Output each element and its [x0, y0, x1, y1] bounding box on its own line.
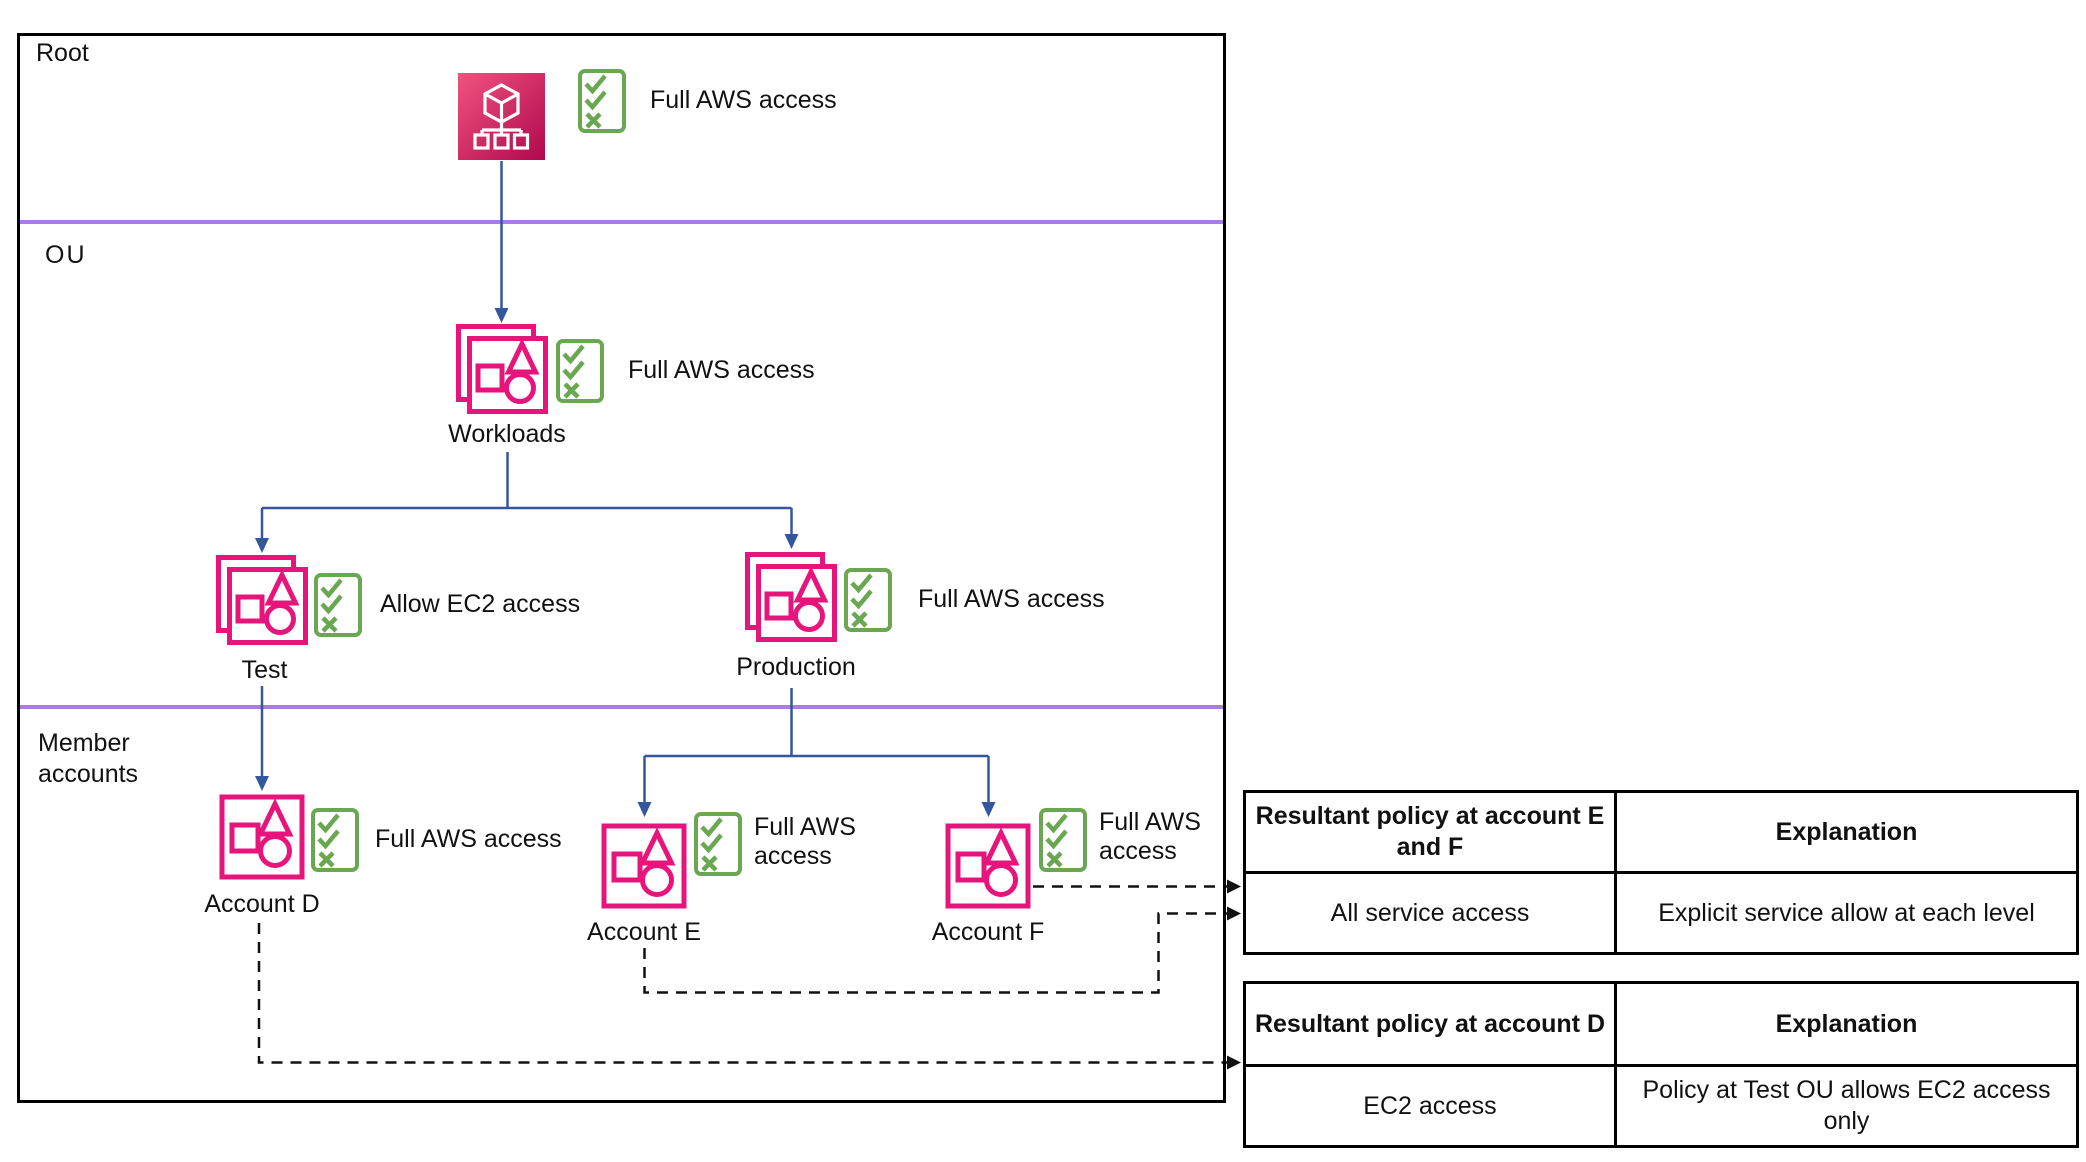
policy-checklist-icon	[314, 573, 362, 637]
account-d-label: Account D	[204, 890, 320, 918]
table-row: EC2 access Policy at Test OU allows EC2 …	[1243, 1064, 2079, 1148]
cell-explanation-ef: Explicit service allow at each level	[1614, 871, 2079, 955]
account-icon	[219, 794, 305, 880]
cell-resultant-policy-ef: All service access	[1243, 871, 1617, 955]
workloads-ou-label: Workloads	[448, 420, 566, 448]
policy-checklist-icon	[578, 69, 626, 133]
policy-checklist-icon	[844, 568, 892, 632]
cell-explanation-d: Policy at Test OU allows EC2 access only	[1614, 1064, 2079, 1148]
section-label-ou: OU	[45, 241, 87, 269]
account-e-label: Account E	[587, 918, 701, 946]
account-icon	[945, 823, 1031, 909]
resultant-policy-dashed-lines	[257, 885, 1227, 1064]
table-header-row: Resultant policy at account E and F Expl…	[1243, 790, 2079, 874]
organizational-unit-icon	[216, 555, 308, 645]
production-ou-label: Production	[736, 653, 856, 681]
workloads-policy-label: Full AWS access	[628, 356, 815, 384]
root-policy-label: Full AWS access	[650, 86, 837, 114]
header-resultant-policy-ef: Resultant policy at account E and F	[1243, 790, 1617, 874]
table-row: All service access Explicit service allo…	[1243, 871, 2079, 955]
section-label-root: Root	[36, 39, 89, 67]
policy-checklist-icon	[556, 339, 604, 403]
resultant-policy-arrowheads	[1227, 879, 1241, 1070]
header-resultant-policy-d: Resultant policy at account D	[1243, 981, 1617, 1067]
header-explanation: Explanation	[1614, 981, 2079, 1067]
organizational-unit-icon	[456, 324, 548, 414]
production-policy-label: Full AWS access	[918, 585, 1105, 613]
policy-checklist-icon	[1039, 808, 1087, 872]
policy-checklist-icon	[694, 812, 742, 876]
cell-resultant-policy-d: EC2 access	[1243, 1064, 1617, 1148]
resultant-policy-table-d: Resultant policy at account D Explanatio…	[1243, 981, 2079, 1148]
hierarchy-arrowheads	[255, 308, 996, 817]
table-header-row: Resultant policy at account D Explanatio…	[1243, 981, 2079, 1067]
section-label-member-accounts: Member accounts	[38, 729, 139, 788]
test-ou-label: Test	[241, 656, 288, 684]
resultant-policy-table-ef: Resultant policy at account E and F Expl…	[1243, 790, 2079, 955]
organization-boundary-box	[17, 33, 1226, 1103]
account-d-policy-label: Full AWS access	[375, 824, 562, 853]
account-f-label: Account F	[931, 918, 1045, 946]
account-icon	[601, 823, 687, 909]
organizations-root-icon	[458, 73, 545, 160]
hierarchy-arrows	[260, 161, 990, 804]
account-e-policy-label: Full AWS access	[754, 813, 856, 870]
header-explanation: Explanation	[1614, 790, 2079, 874]
organizational-unit-icon	[745, 552, 837, 642]
test-policy-label: Allow EC2 access	[380, 590, 581, 618]
policy-checklist-icon	[311, 808, 359, 872]
account-f-policy-label: Full AWS access	[1099, 808, 1201, 865]
